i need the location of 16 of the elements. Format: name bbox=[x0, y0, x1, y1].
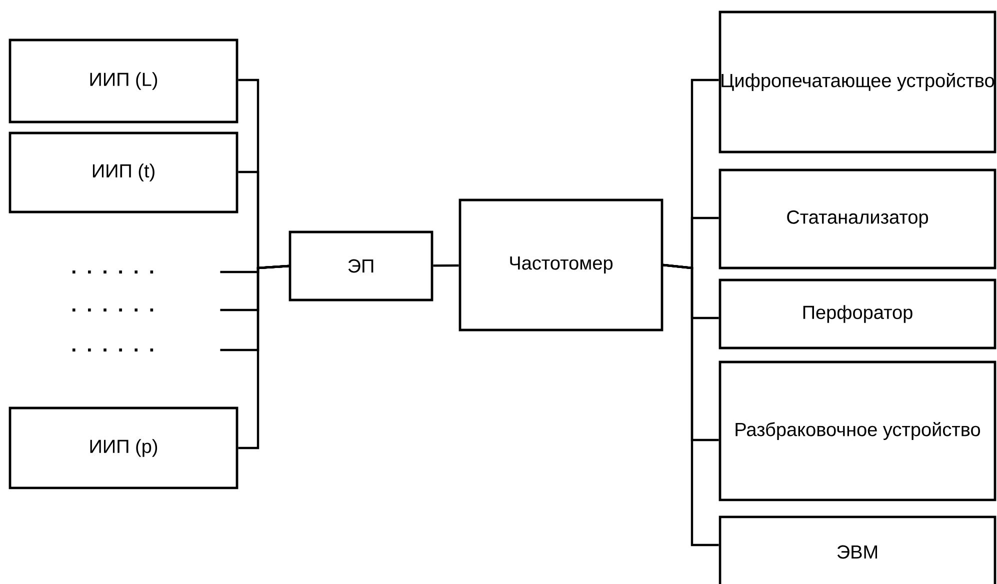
block-box: Статанализатор bbox=[718, 168, 996, 270]
block-box: Цифропечатающее устройство bbox=[718, 10, 996, 154]
ellipsis-row: . . . . . . bbox=[72, 270, 154, 274]
block-box: Частотомер bbox=[458, 198, 664, 332]
block-box: Разбраковочное устройство bbox=[718, 360, 996, 502]
block-box: ИИП (L) bbox=[8, 38, 238, 124]
connector-line bbox=[238, 264, 289, 450]
connector-line bbox=[433, 264, 459, 267]
ellipsis-row: . . . . . . bbox=[72, 348, 154, 352]
block-box: ЭВМ bbox=[718, 516, 996, 584]
block-box: ЭП bbox=[288, 230, 434, 302]
block-box: Перфоратор bbox=[718, 278, 996, 350]
block-box: ИИП (p) bbox=[8, 406, 238, 490]
ellipsis-row: . . . . . . bbox=[72, 308, 154, 312]
connector-line bbox=[663, 264, 719, 546]
block-box: ИИП (t) bbox=[8, 132, 238, 214]
